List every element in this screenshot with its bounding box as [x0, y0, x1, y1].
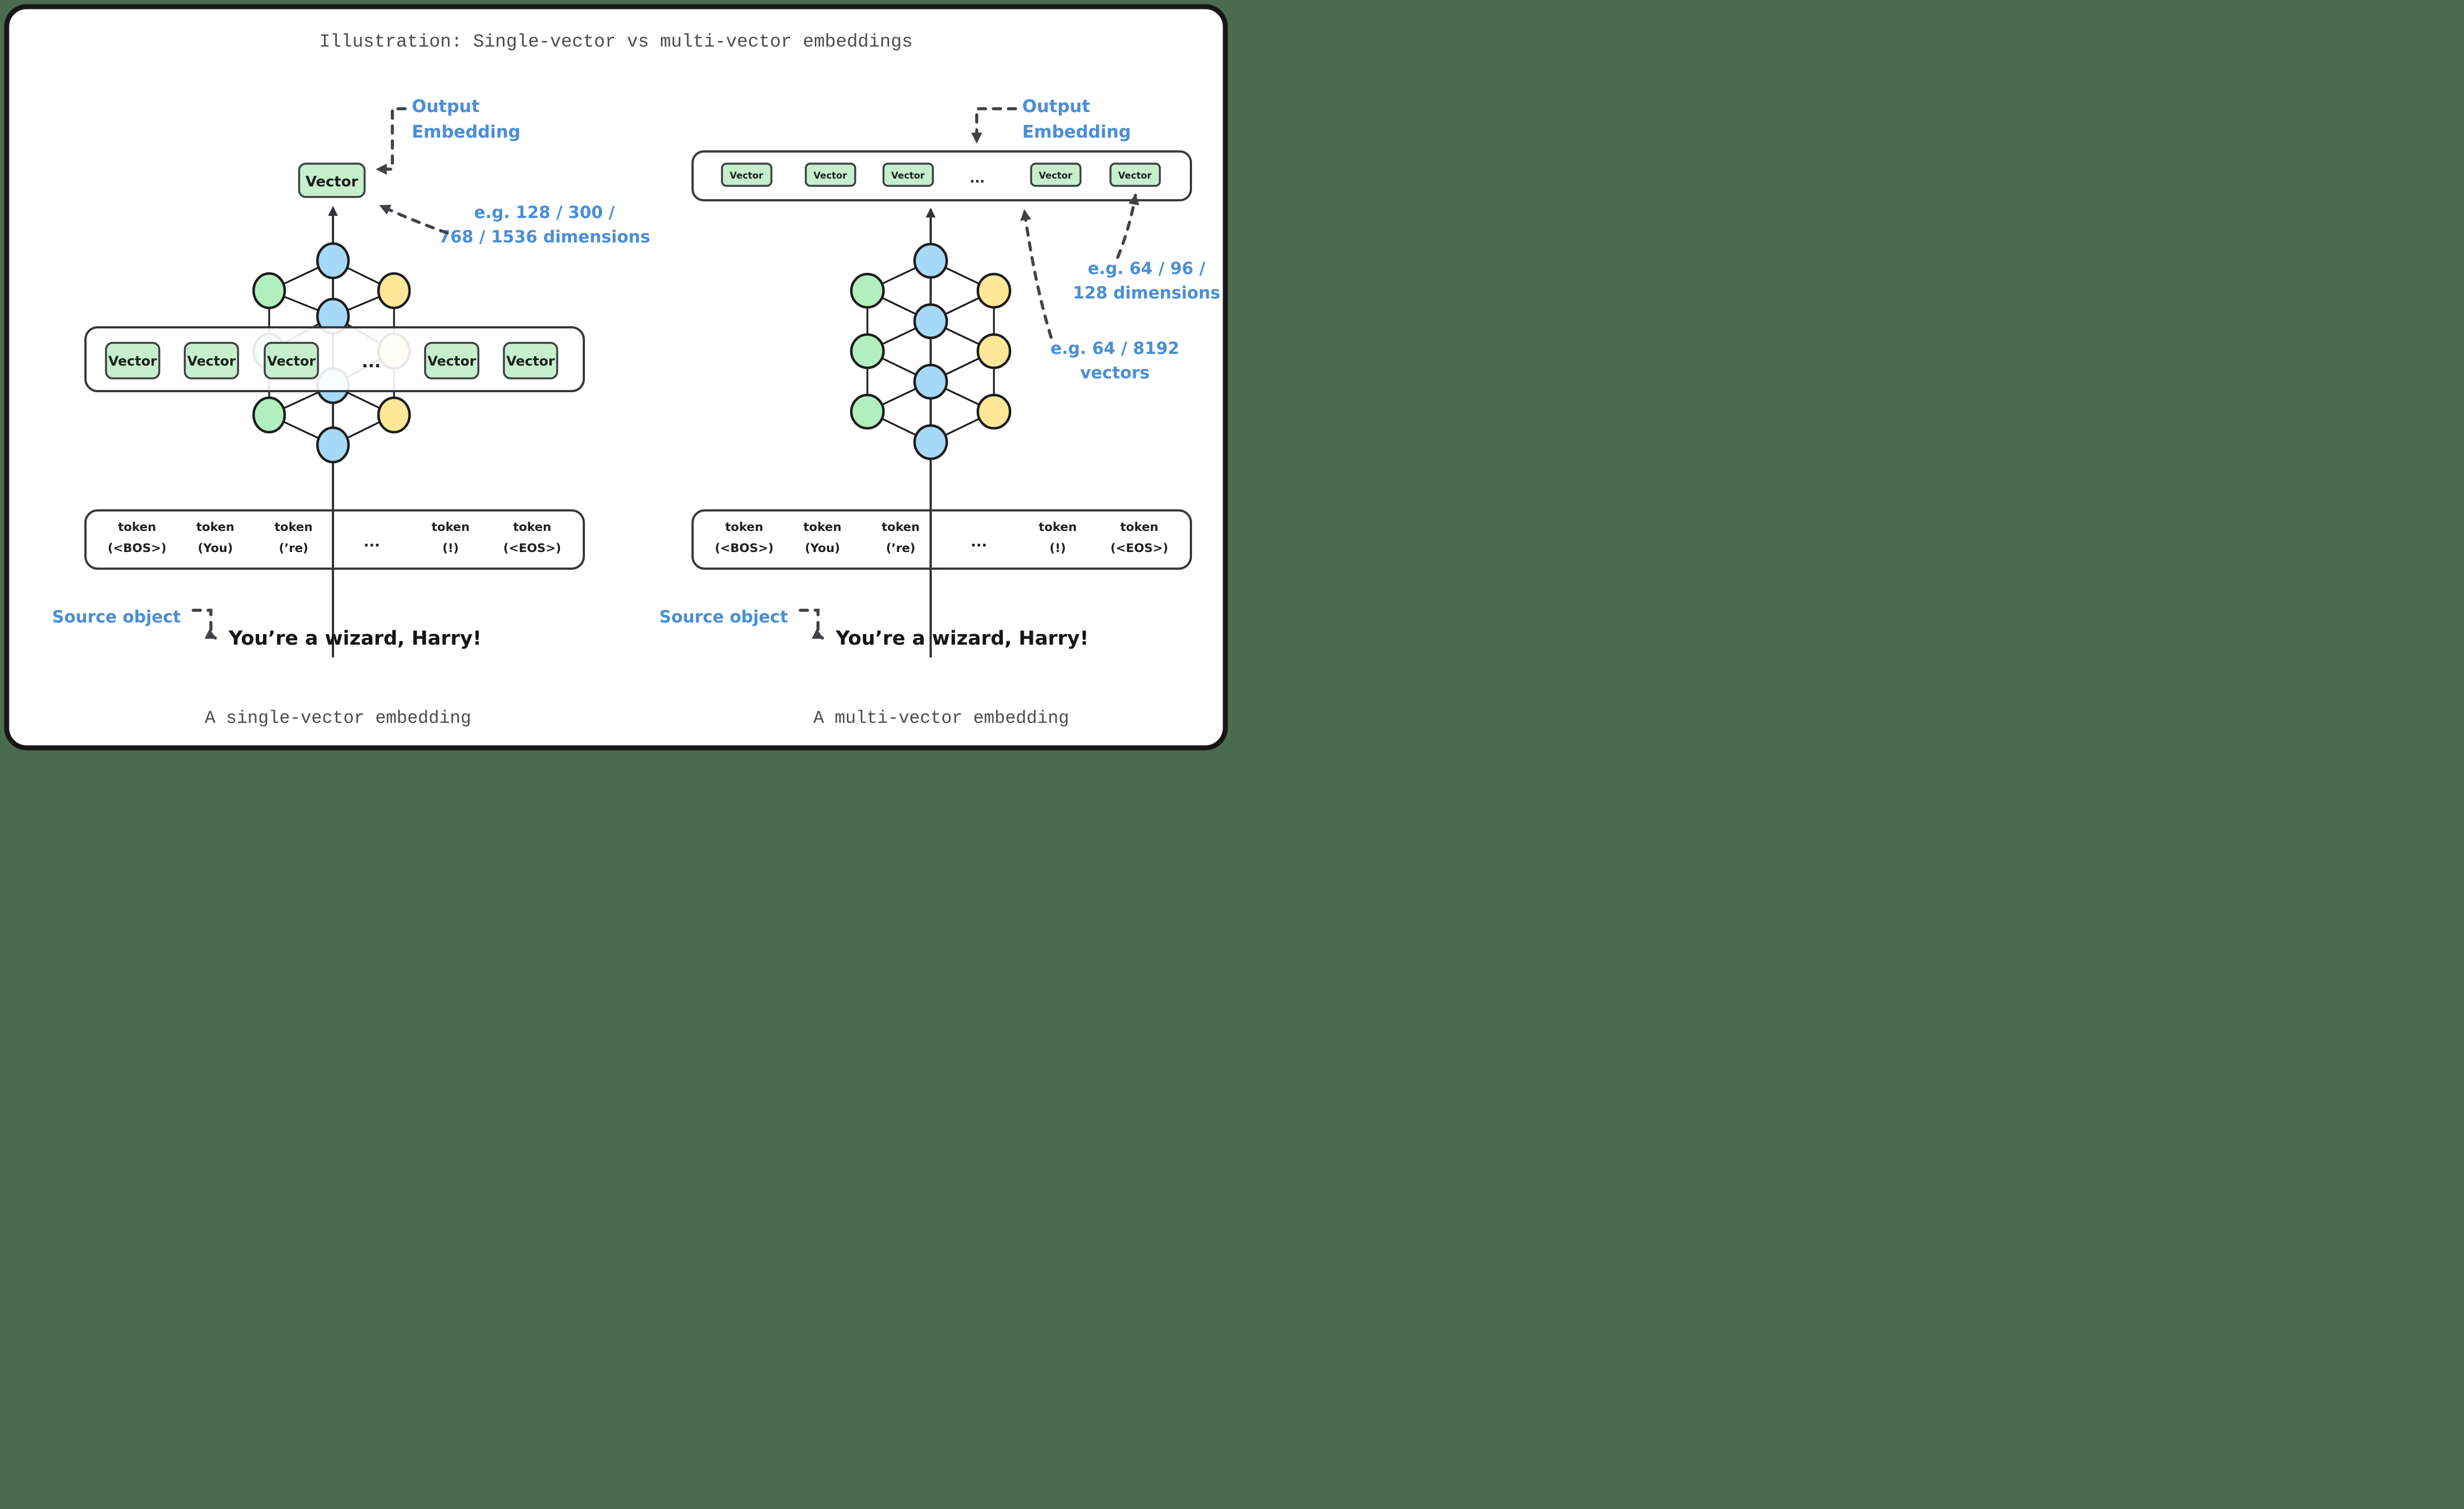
node-yellow: [976, 393, 1012, 430]
output-embedding-label: Output: [1022, 97, 1090, 117]
vector-chip: [424, 342, 479, 379]
vector-chip-label: Vector: [427, 353, 476, 369]
token-word: token: [432, 520, 470, 534]
vector-chip-label: Vector: [1118, 170, 1152, 181]
token-ellipsis: ...: [363, 534, 380, 550]
output-embedding-label: Embedding: [412, 122, 521, 142]
dimensions-note: 768 / 1536 dimensions: [438, 227, 650, 247]
token-row-container: [691, 509, 1192, 570]
token-word: token: [196, 520, 235, 534]
vector-chip-label: Vector: [814, 170, 847, 181]
token-sub: (You): [805, 541, 840, 555]
source-object-arrow: [799, 609, 824, 640]
token-word: token: [1120, 520, 1159, 534]
vector-chip-label: Vector: [267, 353, 316, 369]
vector-chip: [1109, 163, 1161, 187]
node-yellow: [377, 272, 411, 310]
token-word: token: [804, 520, 842, 534]
page-title: Illustration: Single-vector vs multi-vec…: [319, 32, 912, 52]
source-text: You’re a wizard, Harry!: [228, 627, 482, 650]
output-vector-label: Vector: [306, 174, 359, 190]
node-blue: [316, 426, 350, 464]
illustration-canvas: Illustration: Single-vector vs multi-vec…: [0, 0, 1232, 754]
vector-row-ellipsis: ...: [970, 170, 984, 186]
node-green: [252, 396, 286, 434]
vector-chip-label: Vector: [187, 353, 236, 369]
node-blue: [316, 242, 350, 280]
dimensions-note-arrow: [379, 204, 449, 235]
vector-chip-label: Vector: [506, 353, 555, 369]
vector-chip: [105, 342, 160, 379]
dimensions-note: e.g. 128 / 300 /: [474, 203, 615, 222]
vector-chip: [721, 163, 772, 187]
single-vector-diagram: Vector Vector Vector ... Vector Vector t…: [52, 97, 650, 728]
diagram-svg: Illustration: Single-vector vs multi-vec…: [4, 4, 1228, 751]
token-sub: (<BOS>): [715, 541, 774, 555]
source-object-arrow: [191, 609, 217, 640]
token-ellipsis: ...: [971, 534, 987, 550]
token-sub: (<EOS>): [503, 541, 561, 555]
token-sub: (<BOS>): [108, 541, 166, 555]
vector-chip: [184, 342, 239, 379]
vector-chip: [503, 342, 558, 379]
output-embedding-arrow: [971, 107, 1017, 144]
node-blue: [913, 242, 948, 279]
token-sub: (’re): [279, 541, 308, 555]
vector-row-ellipsis: ...: [362, 352, 381, 372]
source-object-label: Source object: [52, 607, 181, 627]
node-yellow: [377, 396, 411, 434]
diagram-caption: A multi-vector embedding: [814, 708, 1069, 728]
dimensions-note: 128 dimensions: [1073, 283, 1220, 303]
vector-chip: [805, 163, 856, 187]
token-word: token: [1039, 520, 1077, 534]
token-word: token: [725, 520, 764, 534]
node-yellow: [976, 333, 1012, 369]
source-text: You’re a wizard, Harry!: [835, 627, 1089, 650]
token-sub: (!): [1049, 541, 1066, 555]
vector-chip-label: Vector: [1039, 170, 1073, 181]
vector-count-note: e.g. 64 / 8192: [1051, 339, 1179, 358]
token-word: token: [513, 520, 552, 534]
token-row-container: [84, 509, 585, 570]
dimensions-note-arrow: [1116, 194, 1139, 259]
output-embedding-arrow: [376, 107, 407, 175]
dimensions-note: e.g. 64 / 96 /: [1088, 259, 1205, 278]
vector-chip: [264, 342, 319, 379]
output-embedding-label: Output: [412, 97, 480, 117]
node-green: [850, 272, 885, 309]
output-vector-box: [298, 163, 366, 198]
diagram-caption: A single-vector embedding: [205, 708, 471, 728]
token-row: token (<BOS>) token (You) token (’re) ..…: [715, 520, 1168, 555]
token-row: token (<BOS>) token (You) token (’re) ..…: [108, 520, 561, 555]
vector-chip: [1030, 163, 1082, 187]
vector-count-note-arrow: [1020, 209, 1053, 339]
vector-count-note: vectors: [1080, 363, 1149, 383]
node-green: [252, 272, 286, 310]
node-yellow: [976, 272, 1012, 309]
node-blue: [913, 303, 948, 340]
node-blue: [913, 363, 948, 400]
token-sub: (You): [198, 541, 233, 555]
token-sub: (<EOS>): [1110, 541, 1168, 555]
node-green: [850, 333, 885, 369]
node-green: [850, 393, 885, 430]
token-sub: (’re): [886, 541, 915, 555]
node-blue: [913, 424, 948, 460]
vector-chip-label: Vector: [891, 170, 925, 181]
vector-chip: [882, 163, 934, 187]
token-word: token: [275, 520, 313, 534]
vector-chip-label: Vector: [730, 170, 764, 181]
multi-vector-diagram: Vector Vector Vector ... Vector Vector t…: [659, 97, 1220, 728]
token-sub: (!): [442, 541, 458, 555]
token-word: token: [118, 520, 156, 534]
output-embedding-label: Embedding: [1022, 122, 1131, 142]
token-word: token: [882, 520, 920, 534]
source-object-label: Source object: [659, 607, 788, 627]
vector-chip-label: Vector: [108, 353, 157, 369]
